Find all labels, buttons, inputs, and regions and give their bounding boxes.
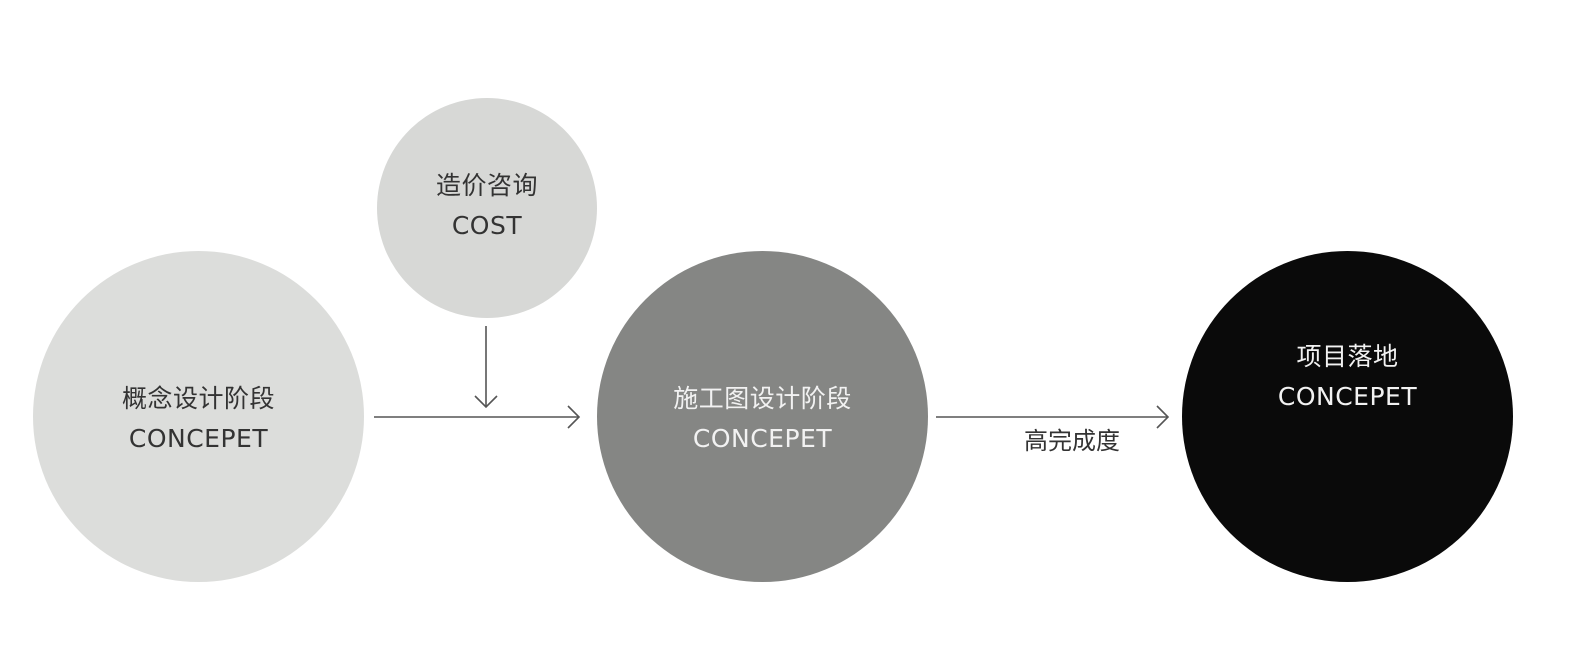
concept-design-subtitle: CONCEPET xyxy=(128,423,269,453)
project-landing-node: 项目落地 CONCEPET xyxy=(1182,251,1513,582)
construction-drawing-subtitle: CONCEPET xyxy=(692,423,833,453)
concept-design-title: 概念设计阶段 xyxy=(121,383,275,413)
concept-design-node: 概念设计阶段 CONCEPET xyxy=(33,251,364,582)
arrow-concept-to-drawing xyxy=(374,405,581,429)
project-landing-title: 项目落地 xyxy=(1296,341,1399,371)
cost-consulting-title: 造价咨询 xyxy=(435,171,538,200)
cost-consulting-subtitle: COST xyxy=(451,211,523,240)
construction-drawing-title: 施工图设计阶段 xyxy=(673,383,852,413)
cost-consulting-node: 造价咨询 COST xyxy=(377,98,597,318)
arrow-cost-to-main xyxy=(474,326,498,409)
construction-drawing-node: 施工图设计阶段 CONCEPET xyxy=(597,251,928,582)
high-completion-label: 高完成度 xyxy=(1024,427,1120,455)
project-landing-subtitle: CONCEPET xyxy=(1277,381,1418,411)
